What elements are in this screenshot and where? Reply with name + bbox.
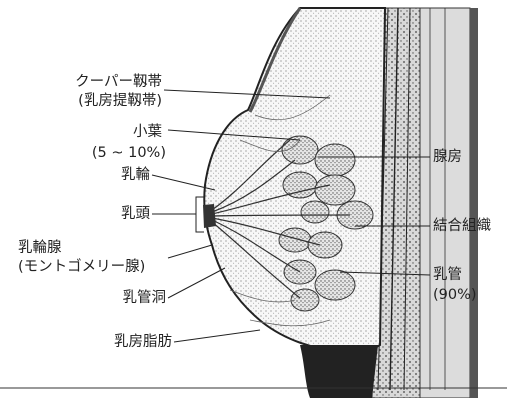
- label-gland: 腺房: [433, 149, 462, 166]
- label-lobule-count: (5 ~ 10%): [60, 145, 166, 162]
- leader-areolar-gland: [168, 245, 212, 258]
- label-lobule: 小葉: [60, 124, 162, 141]
- leader-fat: [174, 330, 260, 342]
- label-cooper-ligament: クーパー靱帯: [20, 74, 162, 91]
- label-areolar-gland-alt: (モントゴメリー腺): [18, 259, 145, 276]
- label-areolar-gland: 乳輪腺: [18, 240, 62, 257]
- label-lactiferous-sinus: 乳管洞: [80, 290, 166, 307]
- label-nipple: 乳頭: [80, 206, 150, 223]
- label-milk-duct-pct: (90%): [433, 287, 477, 304]
- leader-sinus: [168, 268, 225, 298]
- label-milk-duct: 乳管: [433, 267, 462, 284]
- label-areola: 乳輪: [80, 167, 150, 184]
- nipple-shape: [203, 204, 216, 228]
- chest-wall: [372, 8, 478, 398]
- abdomen-shadow: [300, 345, 378, 398]
- label-connective-tissue: 結合組織: [433, 218, 491, 235]
- nipple-bracket: [196, 197, 204, 232]
- label-cooper-ligament-alt: (乳房提靱帯): [20, 93, 162, 110]
- label-breast-fat: 乳房脂肪: [60, 334, 172, 351]
